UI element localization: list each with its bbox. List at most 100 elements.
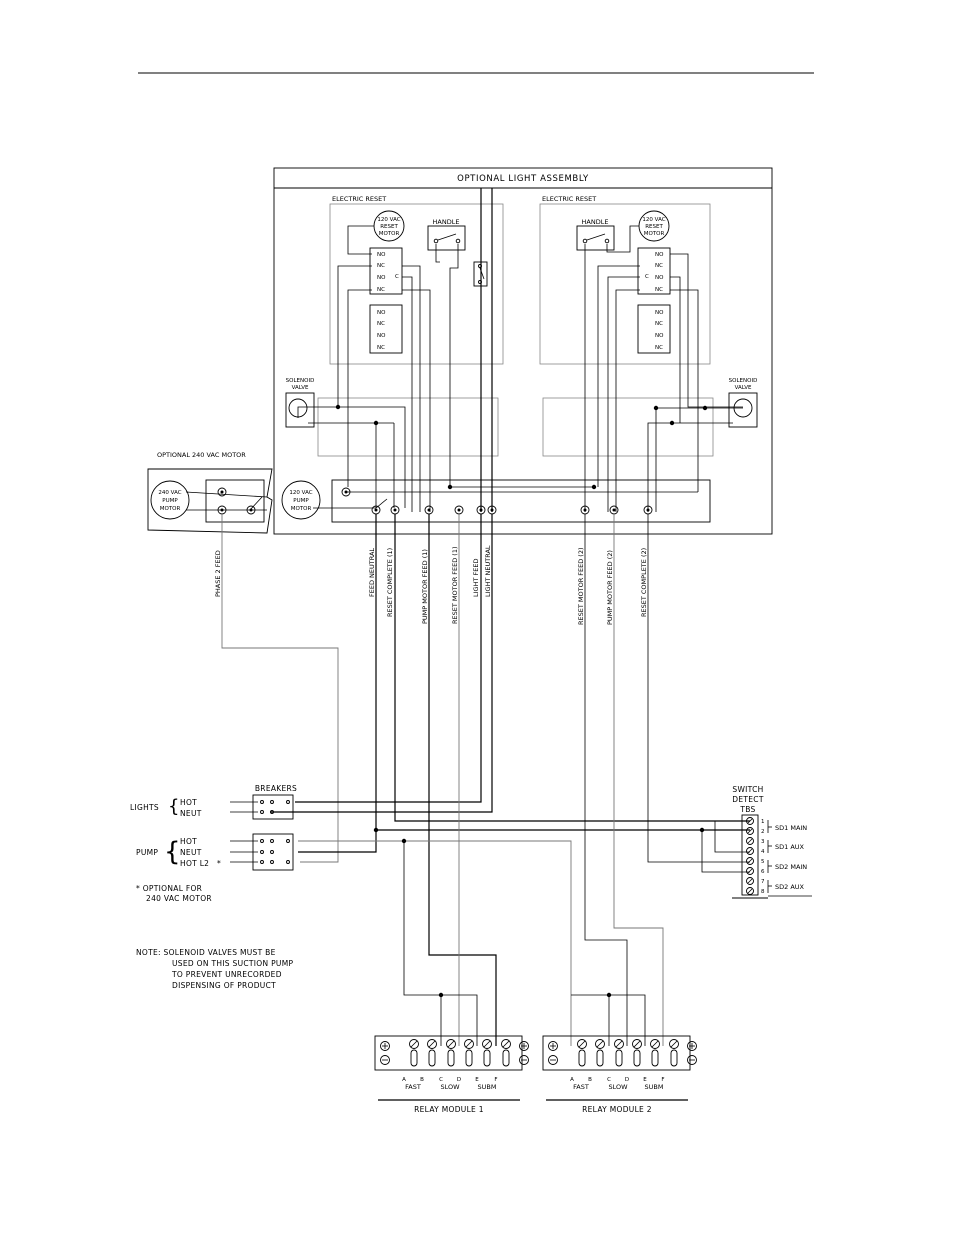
- svg-text:RESET: RESET: [380, 224, 398, 230]
- relay-screw: [669, 1039, 679, 1049]
- svg-text:D: D: [457, 1077, 461, 1083]
- optional-240-label: OPTIONAL 240 VAC MOTOR: [157, 451, 246, 459]
- pump-label: PUMP: [136, 848, 158, 857]
- electric-reset-left-box: [329, 203, 504, 365]
- svg-text:120 VAC: 120 VAC: [642, 217, 665, 223]
- relay-screw: [577, 1039, 587, 1049]
- sd2-aux: SD2 AUX: [775, 883, 805, 891]
- label-pump-motor-feed-1: PUMP MOTOR FEED (1): [421, 549, 429, 624]
- svg-text:NO: NO: [655, 275, 664, 281]
- svg-text:SUBM: SUBM: [478, 1083, 497, 1091]
- pump-hot: HOT: [180, 837, 197, 846]
- svg-text:6: 6: [761, 869, 765, 875]
- relay-module-2: A B C D E F FAST SLOW SUBM RELAY MODULE …: [542, 1035, 697, 1114]
- svg-text:240 VAC: 240 VAC: [158, 490, 181, 496]
- electric-reset-right-label: ELECTRIC RESET: [542, 195, 596, 203]
- svg-text:7: 7: [761, 879, 765, 885]
- relay-screw: [446, 1039, 456, 1049]
- svg-text:3: 3: [761, 839, 765, 845]
- relay-screw: [409, 1039, 419, 1049]
- svg-text:PUMP: PUMP: [293, 498, 309, 504]
- svg-text:120 VAC: 120 VAC: [289, 490, 312, 496]
- svg-text:240 VAC MOTOR: 240 VAC MOTOR: [146, 894, 212, 903]
- relay-screw: [464, 1039, 474, 1049]
- svg-text:NC: NC: [655, 345, 663, 351]
- svg-text:TO PREVENT UNRECORDED: TO PREVENT UNRECORDED: [171, 970, 282, 979]
- solenoid-bar-left: [317, 397, 499, 457]
- svg-text:C: C: [395, 274, 399, 280]
- label-reset-motor-feed-2: RESET MOTOR FEED (2): [577, 547, 585, 625]
- sd2-main: SD2 MAIN: [775, 863, 807, 871]
- svg-text:NO: NO: [655, 310, 664, 316]
- sd1-aux: SD1 AUX: [775, 843, 805, 851]
- svg-text:{: {: [164, 837, 181, 867]
- svg-text:SUBM: SUBM: [645, 1083, 664, 1091]
- light-assembly-title: OPTIONAL LIGHT ASSEMBLY: [457, 174, 589, 184]
- svg-text:DISPENSING OF PRODUCT: DISPENSING OF PRODUCT: [172, 981, 276, 990]
- svg-text:NC: NC: [655, 287, 663, 293]
- solenoid-bar-right: [542, 397, 714, 457]
- svg-text:2: 2: [761, 829, 765, 835]
- svg-text:4: 4: [761, 849, 765, 855]
- svg-text:NC: NC: [377, 345, 385, 351]
- strip-terminals: [217, 404, 708, 515]
- svg-text:1: 1: [761, 819, 765, 825]
- svg-text:HANDLE: HANDLE: [582, 218, 609, 226]
- svg-text:*: *: [217, 859, 221, 868]
- svg-text:HANDLE: HANDLE: [433, 218, 460, 226]
- svg-text:5: 5: [761, 859, 765, 865]
- lights-label: LIGHTS: [130, 803, 159, 812]
- svg-text:SWITCH: SWITCH: [732, 785, 763, 794]
- tbs-numbers: 1 2 3 4 5 6 7 8: [761, 819, 765, 895]
- svg-text:NO: NO: [655, 252, 664, 258]
- field-wiring: [221, 514, 750, 1046]
- relay-screw: [380, 1041, 390, 1051]
- svg-text:VALVE: VALVE: [292, 385, 309, 391]
- svg-text:E: E: [643, 1077, 647, 1083]
- svg-text:NC: NC: [377, 321, 385, 327]
- svg-text:8: 8: [761, 889, 765, 895]
- relay-module-2-label: RELAY MODULE 2: [582, 1105, 652, 1114]
- relay-screw: [687, 1041, 697, 1051]
- label-pump-motor-feed-2: PUMP MOTOR FEED (2): [606, 550, 614, 625]
- solenoid-valve-left: SOLENOID VALVE: [285, 378, 315, 428]
- solenoid-valve-right: SOLENOID VALVE: [728, 378, 758, 428]
- svg-text:A: A: [570, 1077, 574, 1083]
- breaker-lights: [252, 794, 294, 820]
- terminal-strip-120: [331, 479, 711, 523]
- svg-text:F: F: [494, 1077, 497, 1083]
- svg-text:E: E: [475, 1077, 479, 1083]
- electric-reset-right-box: [539, 203, 711, 365]
- optional-240-box: [147, 468, 273, 534]
- svg-text:NC: NC: [377, 287, 385, 293]
- label-light-feed: LIGHT FEED: [472, 559, 480, 597]
- reset-motor-left: 120 VAC RESET MOTOR: [373, 210, 405, 242]
- handle-switch-left: HANDLE: [427, 218, 466, 251]
- pump-motor-240: 240 VAC PUMP MOTOR: [150, 480, 190, 520]
- svg-text:F: F: [661, 1077, 664, 1083]
- contact-block-left-lower: NO NC NO NC: [369, 304, 403, 354]
- tbs-screws: [746, 817, 754, 895]
- reset-motor-right: 120 VAC RESET MOTOR: [638, 210, 670, 242]
- svg-text:MOTOR: MOTOR: [644, 231, 665, 237]
- contact-block-right-lower: NO NC NO NC: [637, 304, 671, 354]
- label-light-neutral: LIGHT NEUTRAL: [484, 545, 492, 597]
- svg-text:NC: NC: [655, 263, 663, 269]
- svg-text:SOLENOID: SOLENOID: [729, 378, 758, 384]
- svg-text:SOLENOID: SOLENOID: [286, 378, 315, 384]
- switch-detect-tbs: SWITCH DETECT TBS 1 2 3 4 5 6 7 8: [732, 785, 812, 899]
- relay-screw: [632, 1039, 642, 1049]
- light-assembly-box: [273, 167, 773, 535]
- pump-neut: NEUT: [180, 848, 202, 857]
- relay-screw: [482, 1039, 492, 1049]
- svg-text:C: C: [607, 1077, 611, 1083]
- svg-text:B: B: [588, 1077, 592, 1083]
- svg-text:SLOW: SLOW: [440, 1083, 460, 1091]
- svg-text:{: {: [168, 796, 180, 817]
- svg-text:TBS: TBS: [739, 805, 755, 814]
- svg-text:NO: NO: [377, 252, 386, 258]
- label-reset-motor-feed-1: RESET MOTOR FEED (1): [451, 546, 459, 624]
- svg-text:VALVE: VALVE: [735, 385, 752, 391]
- svg-text:NOTE: SOLENOID VALVES MUST BE: NOTE: SOLENOID VALVES MUST BE: [136, 948, 276, 957]
